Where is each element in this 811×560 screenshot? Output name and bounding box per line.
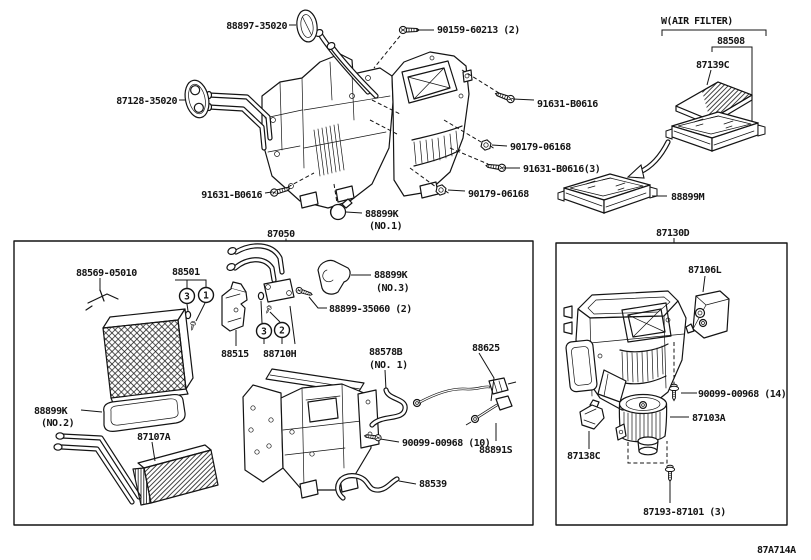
screw-icon: [294, 286, 314, 299]
part-label-clip: 88569-05010: [76, 268, 137, 279]
screw-icon: [668, 383, 680, 401]
part-label-screw-top: 90159-60213 (2): [437, 25, 520, 36]
part-label-hose-drain: 88539: [419, 479, 447, 490]
air-filter-drawing: [557, 29, 767, 214]
callout-2: 2: [273, 321, 291, 339]
part-label-clamp-no3: 88899K: [374, 270, 408, 281]
part-label-heater-core: 87107A: [137, 432, 171, 443]
heater-assembly-drawing: [205, 28, 473, 209]
part-label-grommet-left: 87128-35020: [116, 96, 177, 107]
blower-box-title: 87130D: [656, 228, 690, 239]
part-label-screw-three: 87193-87101 (3): [643, 507, 726, 518]
callout-number: 1: [203, 291, 209, 302]
grommet-upper-drawing: [296, 9, 318, 43]
part-label-nut-right-lower: 90179-06168: [468, 189, 529, 200]
nut-icon: [434, 183, 451, 198]
part-label-bolt-right-lower: 91631-B0616(3): [523, 164, 600, 175]
screw-icon: [485, 161, 507, 173]
part-label-hose-no1: 88578B: [369, 347, 403, 358]
blower-box-drawing: [563, 275, 730, 503]
part-label-filter-element: 87139C: [696, 60, 730, 71]
part-label-clamp-no3-sub: (NO.3): [376, 283, 409, 294]
figure-code: 87A714A: [757, 545, 796, 556]
part-label-filter-assy: 88508: [717, 36, 745, 47]
screw-icon: [188, 320, 197, 331]
arrow-icon: [626, 163, 645, 179]
part-label-hose-no1-sub: (NO. 1): [369, 360, 408, 371]
screw-icon: [398, 25, 420, 35]
callout-number: 2: [279, 326, 285, 337]
part-label-nut-right-upper: 90179-06168: [510, 142, 571, 153]
part-label-blower-motor: 87103A: [692, 413, 726, 424]
part-label-servo-motor: 87106L: [688, 265, 722, 276]
callout-number: 3: [261, 327, 267, 338]
part-label-tube-assy: 88710H: [263, 349, 297, 360]
part-label-screws-pair: 88899-35060 (2): [329, 304, 412, 315]
part-label-packing-no2-sub: (NO.2): [41, 418, 74, 429]
callout-3b: 3: [255, 322, 273, 340]
screw-icon: [664, 464, 676, 482]
part-label-thermistor: 88625: [472, 343, 500, 354]
part-label-grommet-upper: 88897-35020: [226, 21, 287, 32]
part-label-filter-case: 88899M: [671, 192, 705, 203]
callout-3a: 3: [178, 287, 196, 305]
heater-unit-box: [13, 240, 534, 526]
part-label-screw-fourteen: 90099-00968 (14): [698, 389, 786, 400]
air-filter-header: W(AIR FILTER): [661, 16, 733, 27]
part-label-packing-no2: 88899K: [34, 406, 68, 417]
part-label-expansion-valve: 88515: [221, 349, 249, 360]
heater-box-drawing: [53, 243, 517, 506]
part-label-wire: 88891S: [479, 445, 513, 456]
part-label-resistor: 87138C: [567, 451, 601, 462]
callout-number: 3: [184, 292, 190, 303]
heater-box-title: 87050: [267, 229, 295, 240]
blower-unit-box: [555, 242, 788, 526]
callout-1: 1: [197, 286, 215, 304]
clamp-no1-drawing: [329, 198, 353, 221]
part-label-clip-no1-sub: (NO.1): [369, 221, 402, 232]
part-label-valve-kit: 88501: [172, 267, 200, 278]
part-label-screw-ten: 90099-00968 (10): [402, 438, 490, 449]
part-label-bolt-right-upper: 91631-B0616: [537, 99, 598, 110]
grommet-left-drawing: [184, 79, 210, 119]
part-label-clip-no1: 88899K: [365, 209, 399, 220]
part-label-bolt-left: 91631-B0616: [201, 190, 262, 201]
